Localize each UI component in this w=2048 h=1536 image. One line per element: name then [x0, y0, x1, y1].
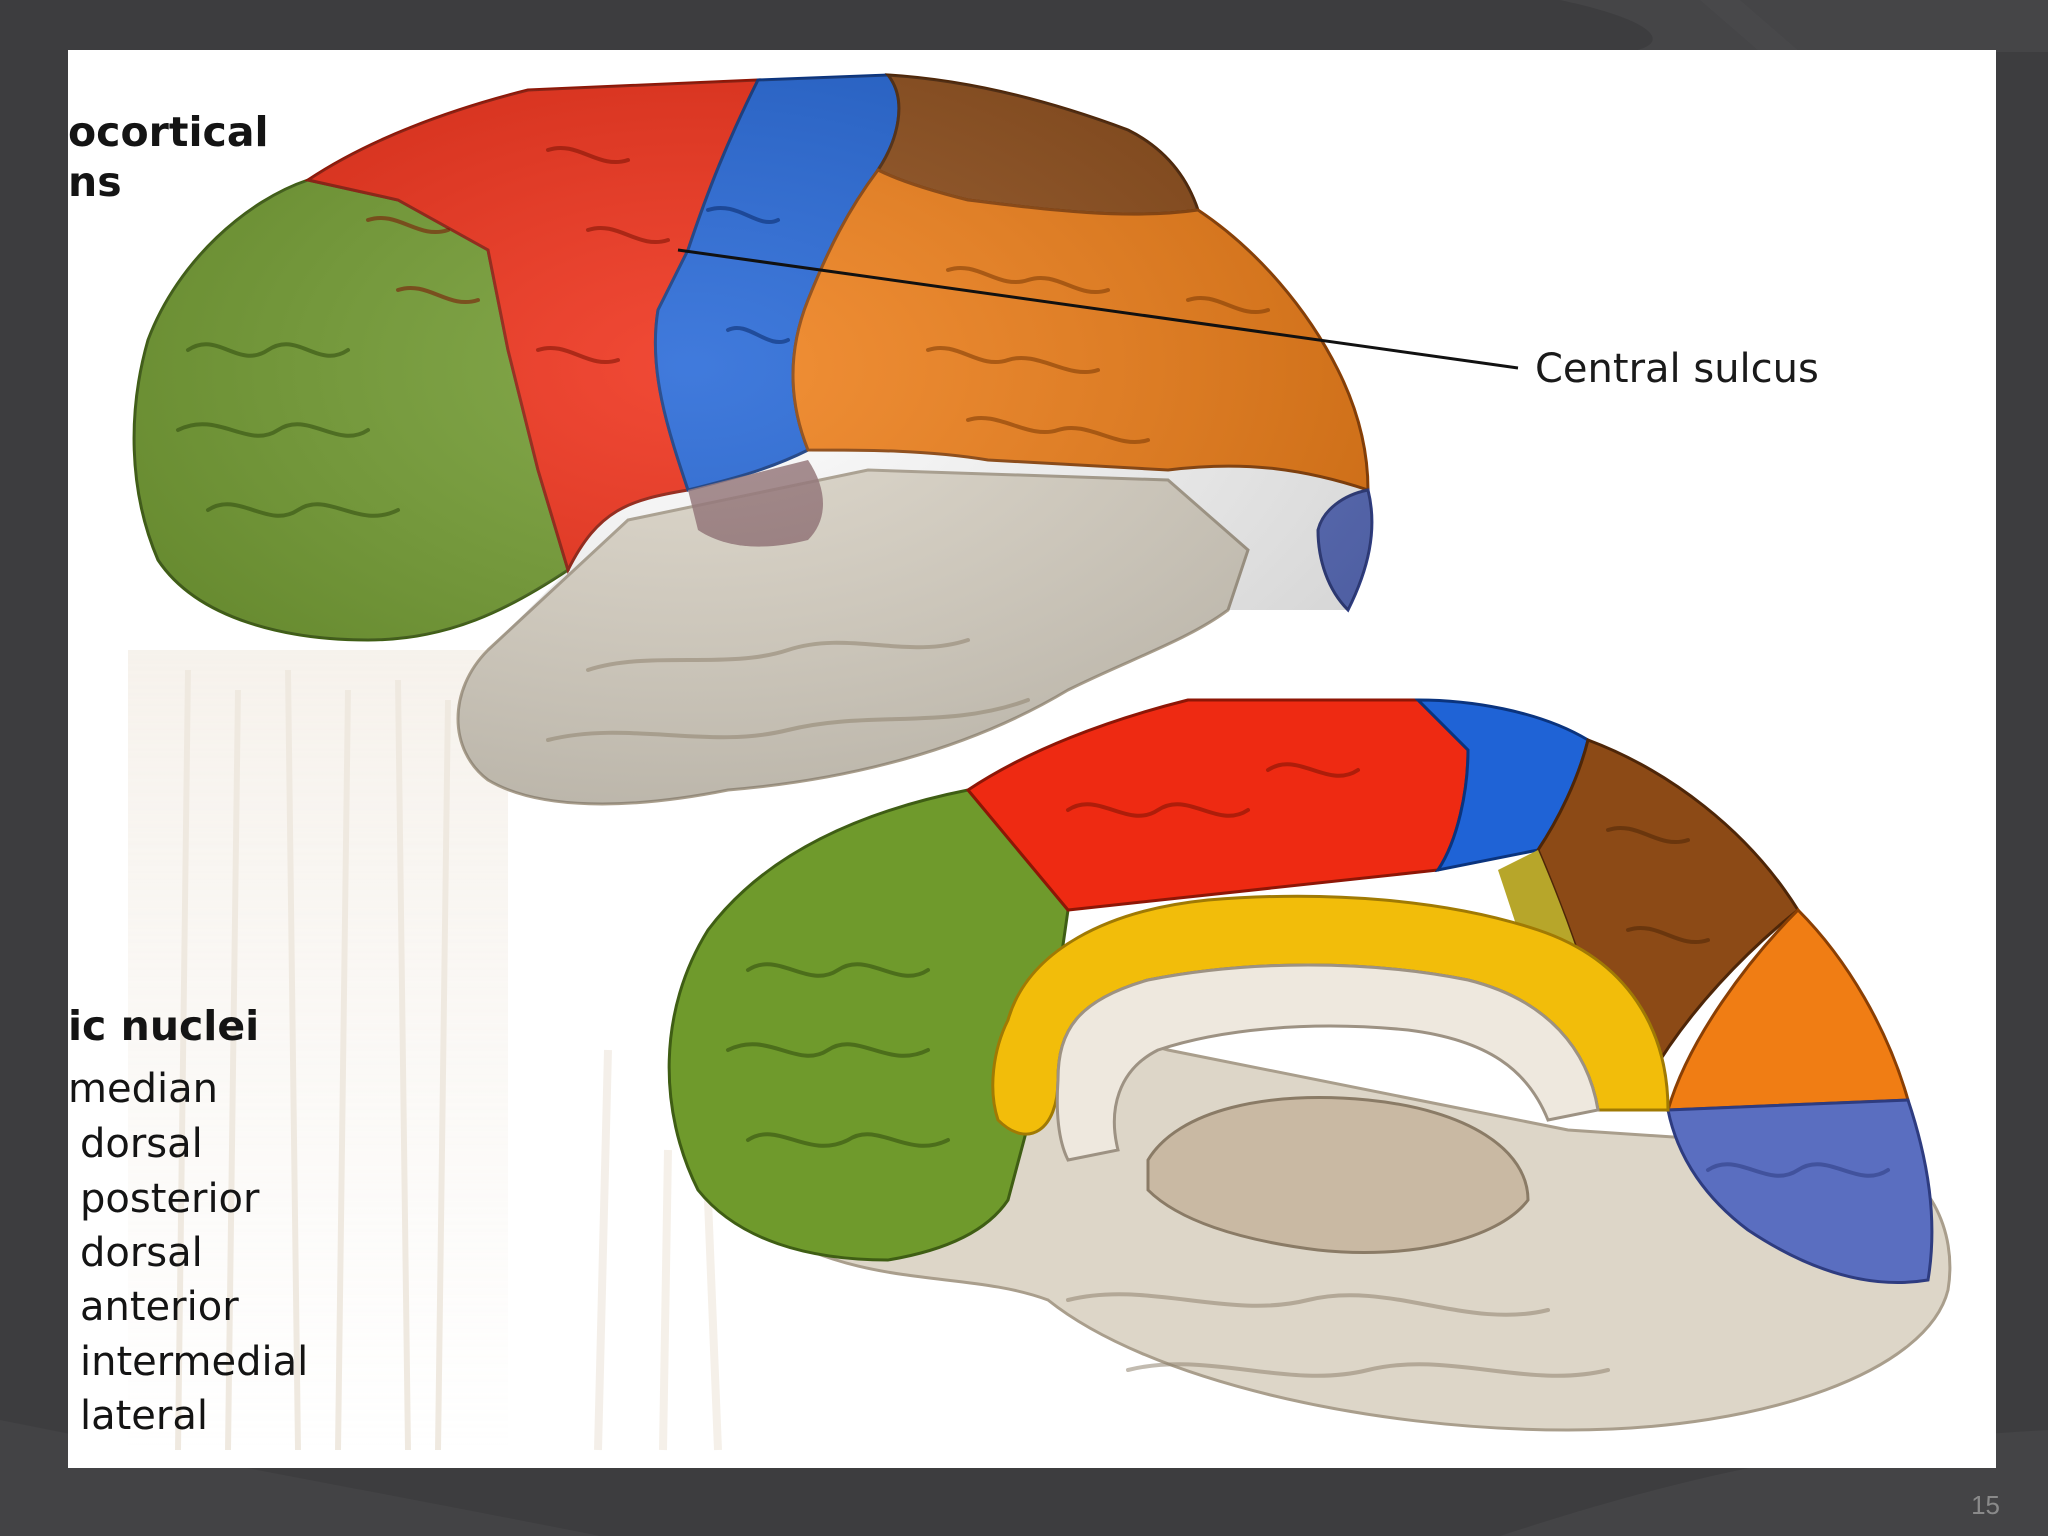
legend-item: lateral [80, 1393, 208, 1439]
legend-item: posterior [80, 1176, 260, 1222]
central-sulcus-leader [677, 248, 1519, 370]
brain-illustration [128, 73, 1952, 1451]
legend-item: dorsal [80, 1121, 203, 1167]
motor-cortex-medial [965, 698, 1470, 912]
legend-item: median [68, 1066, 218, 1112]
corpus-callosum [1055, 963, 1600, 1162]
projection-streaks [128, 650, 722, 1451]
page-number: 15 [1971, 1490, 2000, 1520]
central-sulcus-label: Central sulcus [1535, 346, 1819, 392]
legend-item: dorsal [80, 1230, 203, 1276]
brain-figure: ocortical ns Central sulcus ic nuclei me… [68, 50, 1996, 1468]
heading-neocortical-line2: ns [68, 158, 122, 206]
prefrontal-cortex-medial [667, 788, 1070, 1262]
diencephalon [1146, 1096, 1530, 1255]
lateral-brain-view [132, 73, 1519, 806]
legend-item: intermedial [80, 1339, 309, 1385]
heading-thalamic-nuclei: ic nuclei [68, 1002, 260, 1050]
medial-brain-view [667, 698, 1952, 1432]
occipital-cortex-medial [1666, 1098, 1934, 1284]
legend-item: anterior [80, 1284, 239, 1330]
heading-neocortical-line1: ocortical [68, 108, 269, 156]
